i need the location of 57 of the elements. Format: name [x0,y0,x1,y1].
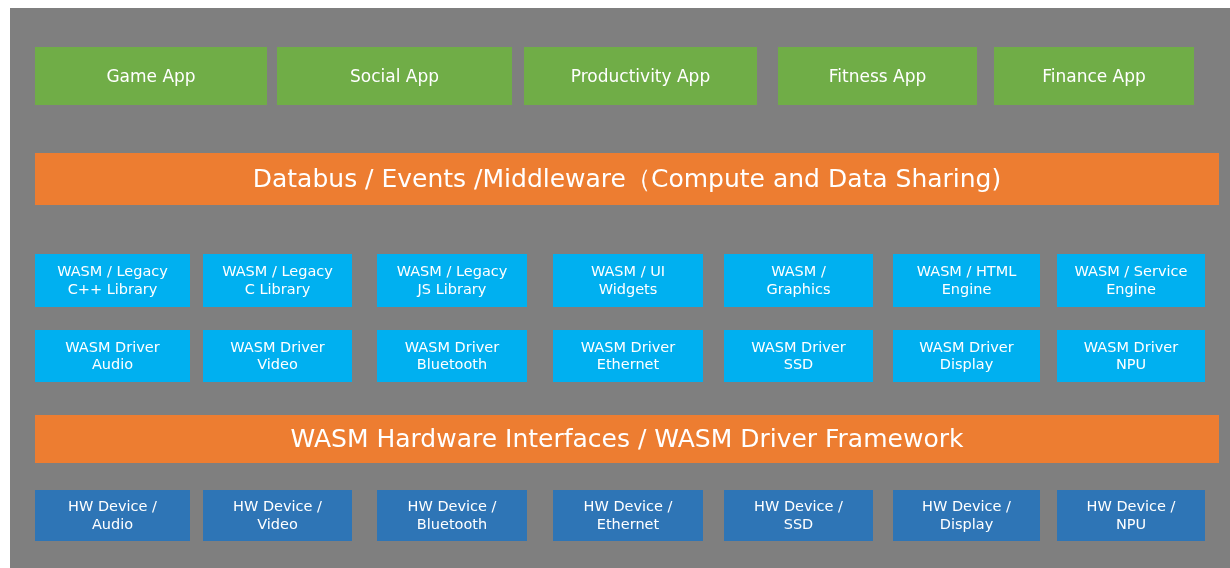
module-box [203,254,352,307]
box-label: WASM / Legacy C++ Library [56,263,169,298]
app-box [277,47,512,105]
app-box [994,47,1194,105]
device-box [377,490,527,541]
box-label: WASM Driver Display [918,338,1015,374]
module-box [893,330,1040,382]
box-label: WASM Driver Bluetooth [403,338,501,374]
module-box [893,254,1040,307]
module-box [35,254,190,307]
module-box [724,330,873,382]
app-box [778,47,977,105]
box-label: HW Device / Bluetooth [406,498,498,533]
box-label: HW Device / SSD [753,498,844,533]
box-label: Productivity App [570,65,711,87]
layer-panel [10,8,1230,568]
box-label: WASM / Legacy C Library [221,263,334,298]
box-label: Game App [106,65,196,87]
box-label: WASM / Service Engine [1073,263,1189,298]
app-box [524,47,757,105]
box-label: WASM / HTML Engine [915,263,1018,298]
box-label: WASM Driver NPU [1082,338,1180,374]
box-label: HW Device / Display [921,498,1012,533]
module-box [724,254,873,307]
box-label: WASM Driver SSD [750,338,847,374]
device-box [203,490,352,541]
box-label: HW Device / Audio [67,498,158,533]
device-box [893,490,1040,541]
box-label: Fitness App [828,65,927,87]
box-label: WASM Driver Video [229,338,326,374]
layer-bar [35,153,1219,205]
module-box [35,330,190,382]
box-label: HW Device / Ethernet [582,498,674,533]
box-label: HW Device / NPU [1085,498,1177,533]
app-box [35,47,267,105]
box-label: HW Device / Video [232,498,323,533]
module-box [1057,330,1205,382]
module-box [553,330,703,382]
layer-bar [35,415,1219,463]
module-box [377,254,527,307]
box-label: WASM Driver Ethernet [579,338,677,374]
box-label: Finance App [1042,65,1146,87]
box-label: WASM / Legacy JS Library [395,263,509,298]
module-box [377,330,527,382]
device-box [553,490,703,541]
device-box [35,490,190,541]
box-label: Databus / Events /Middleware（Compute and Data Sharing) [252,164,1002,194]
box-label: WASM / Graphics [765,263,832,298]
module-box [553,254,703,307]
device-box [724,490,873,541]
box-label: Social App [350,65,439,87]
box-label: WASM / UI Widgets [589,263,667,298]
box-label: WASM Driver Audio [64,338,161,374]
module-box [1057,254,1205,307]
device-box [1057,490,1205,541]
box-label: WASM Hardware Interfaces / WASM Driver Framework [290,424,964,454]
module-box [203,330,352,382]
